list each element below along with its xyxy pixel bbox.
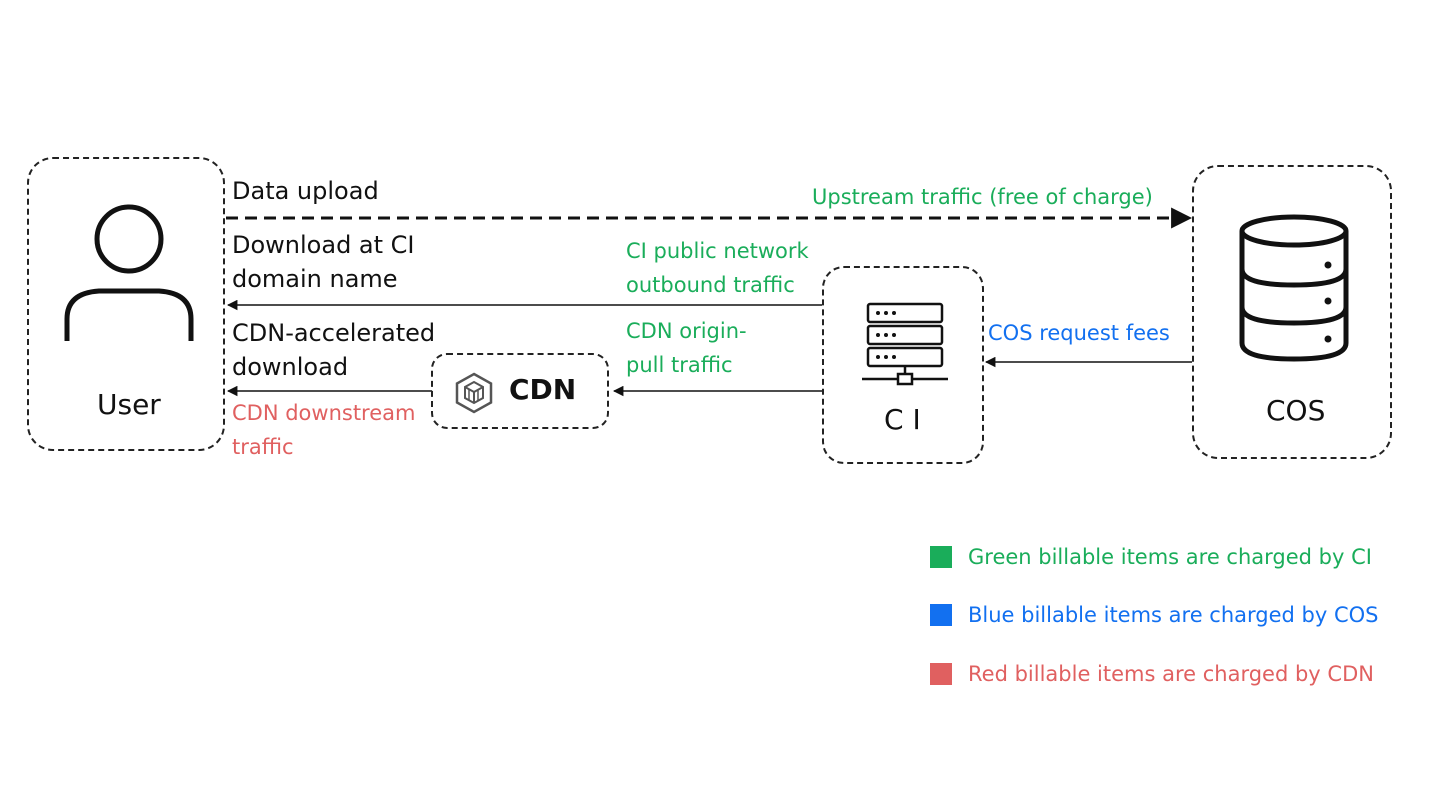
upstream-traffic-label: Upstream traffic (free of charge) — [812, 185, 1153, 209]
server-icon — [862, 302, 948, 386]
legend-item-red: Red billable items are charged by CDN — [930, 662, 1374, 686]
cdn-downstream-line2: traffic — [232, 435, 294, 459]
cdn-node[interactable]: CDN — [431, 353, 609, 429]
cdn-cube-icon — [455, 372, 493, 414]
user-label: User — [97, 388, 161, 421]
legend-text-green: Green billable items are charged by CI — [968, 545, 1372, 569]
ci-label: C I — [884, 403, 921, 436]
ci-node[interactable]: C I — [822, 266, 984, 464]
cos-request-fees-label: COS request fees — [988, 321, 1170, 345]
legend-item-green: Green billable items are charged by CI — [930, 545, 1372, 569]
legend-swatch-red — [930, 663, 952, 685]
cdn-accel-label-line2: download — [232, 353, 349, 381]
ci-public-traffic-line1: CI public network — [626, 239, 809, 263]
cdn-origin-traffic-line2: pull traffic — [626, 353, 733, 377]
cdn-downstream-line1: CDN downstream — [232, 401, 416, 425]
database-icon — [1239, 214, 1349, 362]
legend-text-red: Red billable items are charged by CDN — [968, 662, 1374, 686]
download-ci-label-line2: domain name — [232, 265, 398, 293]
cos-label: COS — [1266, 394, 1326, 427]
legend-item-blue: Blue billable items are charged by COS — [930, 603, 1379, 627]
legend-text-blue: Blue billable items are charged by COS — [968, 603, 1379, 627]
data-upload-label: Data upload — [232, 177, 379, 205]
legend-swatch-blue — [930, 604, 952, 626]
cdn-accel-label-line1: CDN-accelerated — [232, 319, 436, 347]
cdn-label: CDN — [509, 373, 577, 406]
user-icon — [64, 204, 194, 341]
legend-swatch-green — [930, 546, 952, 568]
download-ci-label-line1: Download at CI — [232, 231, 415, 259]
cdn-origin-traffic-line1: CDN origin- — [626, 319, 747, 343]
user-node[interactable]: User — [27, 157, 225, 451]
ci-public-traffic-line2: outbound traffic — [626, 273, 795, 297]
cos-node[interactable]: COS — [1192, 165, 1392, 459]
